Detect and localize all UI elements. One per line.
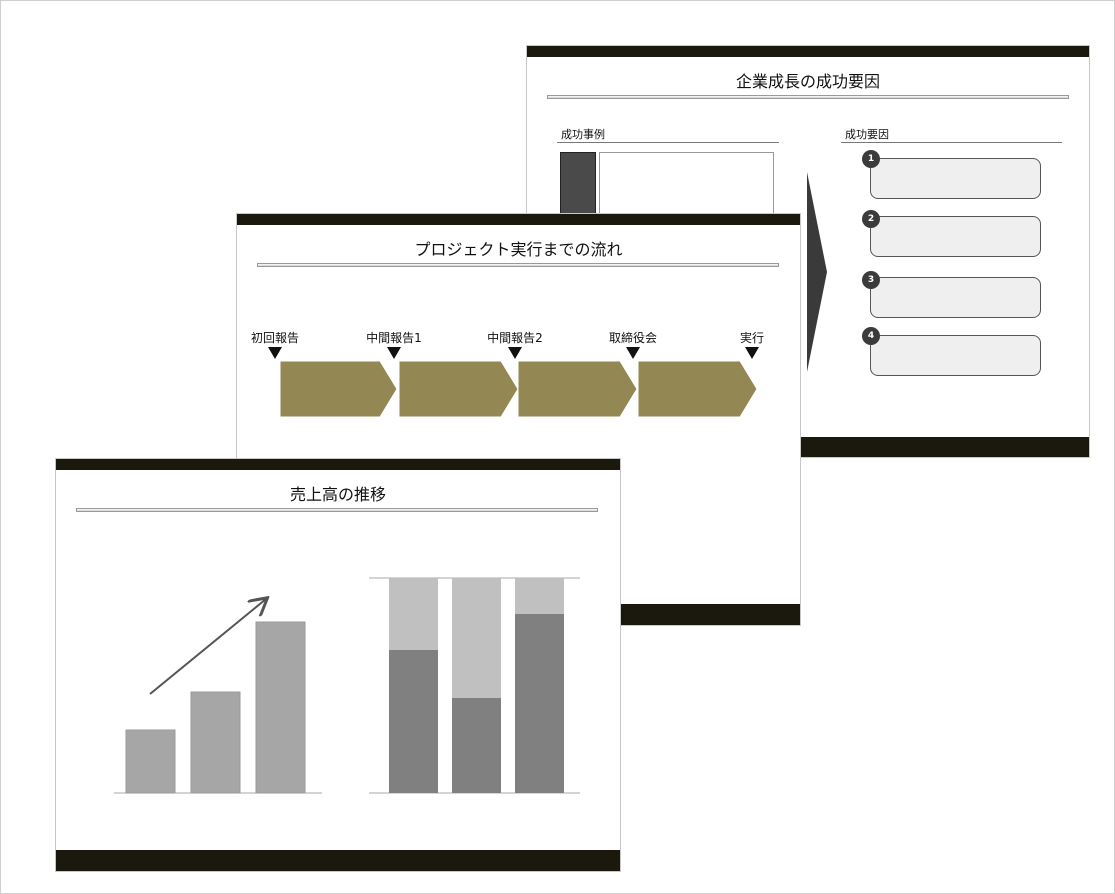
chevron-step-4 — [637, 360, 758, 418]
left-heading: 成功事例 — [561, 128, 605, 141]
milestone-marker-3 — [508, 347, 522, 359]
milestone-label-4: 取締役会 — [608, 331, 658, 345]
slide-top-bar — [56, 459, 620, 470]
right-heading: 成功要因 — [845, 128, 889, 141]
growth-bar-2 — [190, 691, 241, 794]
factor-box-1 — [870, 158, 1041, 199]
slide-title: 売上高の推移 — [289, 485, 386, 504]
stacked-bar-1-top — [389, 578, 438, 650]
process-chevrons — [279, 360, 758, 418]
milestone-marker-1 — [268, 347, 282, 359]
stacked-bar-2-top — [452, 578, 501, 698]
factor-number-1: 1 — [862, 150, 880, 168]
milestone-label-2: 中間報告1 — [366, 331, 422, 345]
factor-number-3: 3 — [862, 271, 880, 289]
slide-bottom-bar — [56, 850, 620, 871]
milestone-marker-4 — [626, 347, 640, 359]
milestone-label-1: 初回報告 — [250, 331, 300, 345]
growth-bar-3 — [255, 621, 306, 794]
factor-number-2: 2 — [862, 210, 880, 228]
case-thumbnail-dark — [560, 152, 596, 216]
slide-title: プロジェクト実行までの流れ — [414, 240, 623, 259]
big-arrow-shape — [807, 172, 827, 372]
milestone-marker-2 — [387, 347, 401, 359]
chevron-step-3 — [517, 360, 638, 418]
stacked-bar-3-bottom — [515, 614, 564, 793]
stacked-bar-1-bottom — [389, 650, 438, 793]
factor-number-4: 4 — [862, 327, 880, 345]
right-heading-rule — [841, 142, 1062, 143]
title-underline — [76, 508, 598, 512]
milestone-label-3: 中間報告2 — [487, 331, 543, 345]
title-underline — [257, 263, 779, 267]
milestone-marker-5 — [745, 347, 759, 359]
chevron-step-1 — [279, 360, 398, 418]
case-panel — [599, 152, 774, 216]
milestone-label-5: 実行 — [739, 331, 765, 345]
slide-sales-trend: 売上高の推移 — [55, 458, 621, 872]
factor-box-4 — [870, 335, 1041, 376]
left-heading-rule — [557, 142, 779, 143]
factor-box-3 — [870, 277, 1041, 318]
slide-top-bar — [237, 214, 800, 225]
sales-illustration — [114, 577, 580, 794]
slide-title: 企業成長の成功要因 — [735, 72, 880, 91]
growth-bar-1 — [125, 729, 176, 794]
growth-arrow — [149, 599, 266, 695]
slide-top-bar — [527, 46, 1089, 57]
stacked-bar-2-bottom — [452, 698, 501, 793]
title-underline — [547, 95, 1069, 99]
factor-box-2 — [870, 216, 1041, 257]
chevron-step-2 — [398, 360, 519, 418]
stacked-bar-3-top — [515, 578, 564, 614]
